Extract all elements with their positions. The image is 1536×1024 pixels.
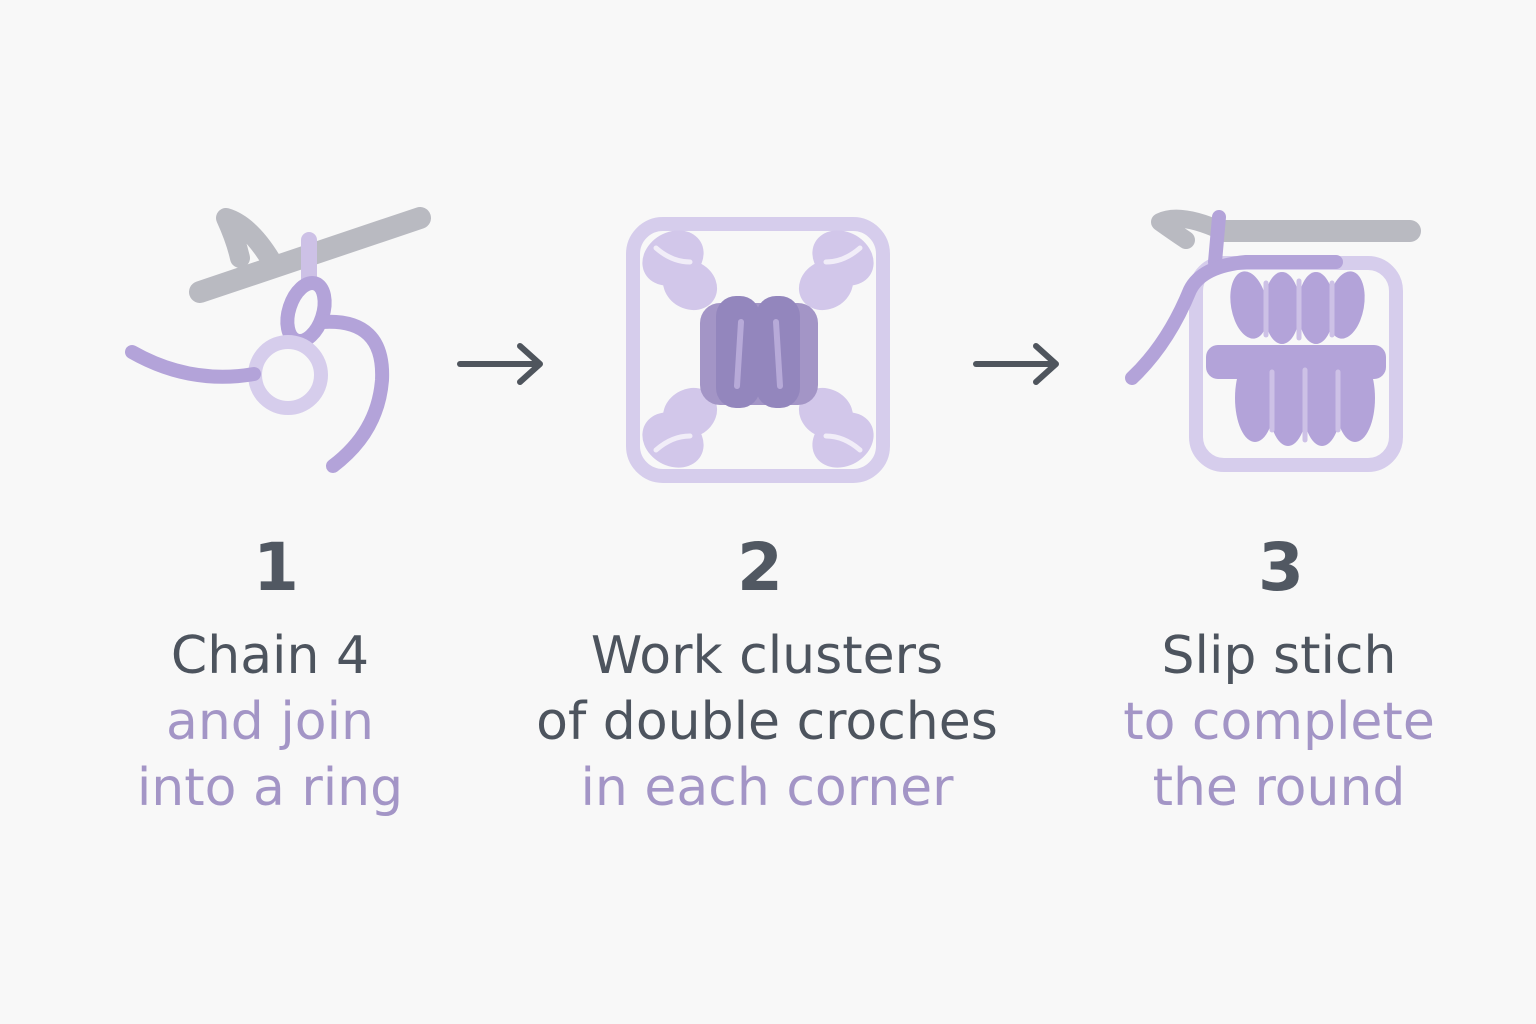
caption-line: Work clusters	[590, 626, 944, 686]
caption-line: Slip stich	[1161, 626, 1397, 686]
caption-line: the round	[1152, 758, 1406, 818]
step-caption-1: Chain 4 and join into a ring	[10, 623, 530, 821]
step-number-1: 1	[253, 529, 299, 606]
caption-line: into a ring	[136, 758, 404, 818]
step-caption-3: Slip stich to complete the round	[1019, 623, 1536, 821]
right-arrow-icon	[973, 343, 1059, 385]
step-caption-2: Work clusters of double croches in each …	[507, 623, 1027, 821]
right-arrow-icon	[457, 343, 543, 385]
slip-stitch-hook-square-icon	[1125, 209, 1421, 472]
caption-line: of double croches	[536, 692, 998, 752]
caption-line: Chain 4	[170, 626, 370, 686]
caption-line: and join	[165, 692, 375, 752]
step-number-3: 3	[1258, 529, 1304, 606]
caption-line: in each corner	[580, 758, 954, 818]
caption-line: to complete	[1123, 692, 1435, 752]
chain-ring-hook-icon	[125, 207, 431, 473]
granny-square-clusters-icon	[626, 217, 890, 483]
step-number-2: 2	[737, 529, 783, 606]
